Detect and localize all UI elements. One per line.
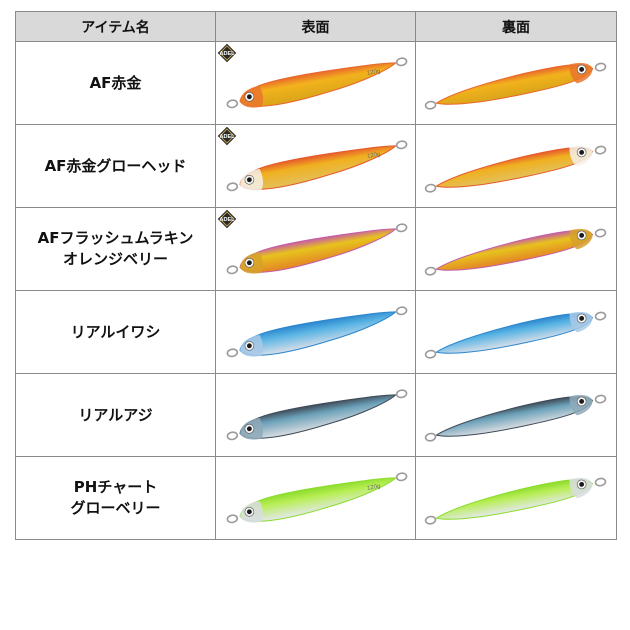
front-lure-image: 120g: [226, 472, 408, 524]
svg-text:120g: 120g: [367, 484, 381, 492]
front-image-cell: ADEL: [215, 207, 416, 291]
front-lure-image: 120g: [226, 140, 408, 192]
item-name-line: PHチャート: [73, 478, 158, 496]
table-row: AF赤金 120g ADEL: [15, 41, 617, 125]
back-lure-image: [424, 62, 607, 110]
back-lure-image: [424, 228, 607, 276]
front-lure-image: [226, 389, 408, 441]
adel-badge-icon: ADEL: [216, 42, 238, 64]
front-image-wrap: ADEL: [216, 208, 415, 290]
back-lure-image: [424, 477, 607, 525]
front-image-wrap: [216, 374, 415, 456]
back-image-wrap: [416, 42, 616, 124]
front-image-cell: [215, 290, 416, 374]
front-image-wrap: 120g ADEL: [216, 42, 415, 124]
table-row: リアルイワシ: [15, 290, 617, 374]
item-name-line: AF赤金グローヘッド: [44, 156, 187, 175]
front-image-wrap: 120g ADEL: [216, 125, 415, 207]
item-name-line: オレンジベリー: [62, 250, 168, 268]
item-name-line: グローベリー: [70, 499, 161, 517]
svg-text:120g: 120g: [367, 152, 381, 160]
back-lure-image: [424, 145, 607, 193]
item-name-cell: リアルイワシ: [15, 290, 216, 374]
back-image-wrap: [416, 125, 616, 207]
item-name-cell: PHチャートグローベリー: [15, 456, 216, 540]
back-image-cell: [415, 207, 617, 291]
header-back: 裏面: [415, 11, 617, 42]
svg-text:ADEL: ADEL: [220, 134, 236, 140]
back-image-cell: [415, 373, 617, 457]
adel-badge-icon: ADEL: [216, 125, 238, 147]
back-lure-image: [424, 311, 607, 359]
table-row: AFフラッシュムラキンオレンジベリー ADEL: [15, 207, 617, 291]
table-row: AF赤金グローヘッド 120g ADEL: [15, 124, 617, 208]
front-lure-image: 120g: [226, 57, 408, 109]
svg-text:120g: 120g: [367, 69, 381, 77]
back-image-cell: [415, 290, 617, 374]
table-row: リアルアジ: [15, 373, 617, 457]
item-name-cell: AFフラッシュムラキンオレンジベリー: [15, 207, 216, 291]
adel-badge-icon: ADEL: [216, 208, 238, 230]
front-image-cell: [215, 373, 416, 457]
item-name-cell: AF赤金グローヘッド: [15, 124, 216, 208]
item-name-line: リアルイワシ: [70, 322, 161, 341]
item-name-line: リアルアジ: [78, 405, 153, 424]
back-lure-image: [424, 394, 607, 442]
item-name-line: AF赤金: [89, 73, 142, 92]
front-image-cell: 120g ADEL: [215, 41, 416, 125]
front-image-cell: 120g: [215, 456, 416, 540]
back-image-wrap: [416, 457, 616, 539]
front-lure-image: [226, 306, 408, 358]
svg-text:ADEL: ADEL: [220, 217, 236, 223]
header-item-name: アイテム名: [15, 11, 216, 42]
table-row: PHチャートグローベリー 120g: [15, 456, 617, 540]
item-name-line: AFフラッシュムラキン: [37, 229, 194, 247]
svg-text:ADEL: ADEL: [220, 51, 236, 57]
header-row: アイテム名 表面 裏面: [15, 11, 617, 42]
front-lure-image: [226, 223, 408, 275]
back-image-wrap: [416, 374, 616, 456]
back-image-wrap: [416, 208, 616, 290]
back-image-cell: [415, 456, 617, 540]
front-image-wrap: 120g: [216, 457, 415, 539]
back-image-cell: [415, 41, 617, 125]
back-image-cell: [415, 124, 617, 208]
item-name-cell: AF赤金: [15, 41, 216, 125]
back-image-wrap: [416, 291, 616, 373]
front-image-cell: 120g ADEL: [215, 124, 416, 208]
item-name-cell: リアルアジ: [15, 373, 216, 457]
header-front: 表面: [215, 11, 416, 42]
front-image-wrap: [216, 291, 415, 373]
